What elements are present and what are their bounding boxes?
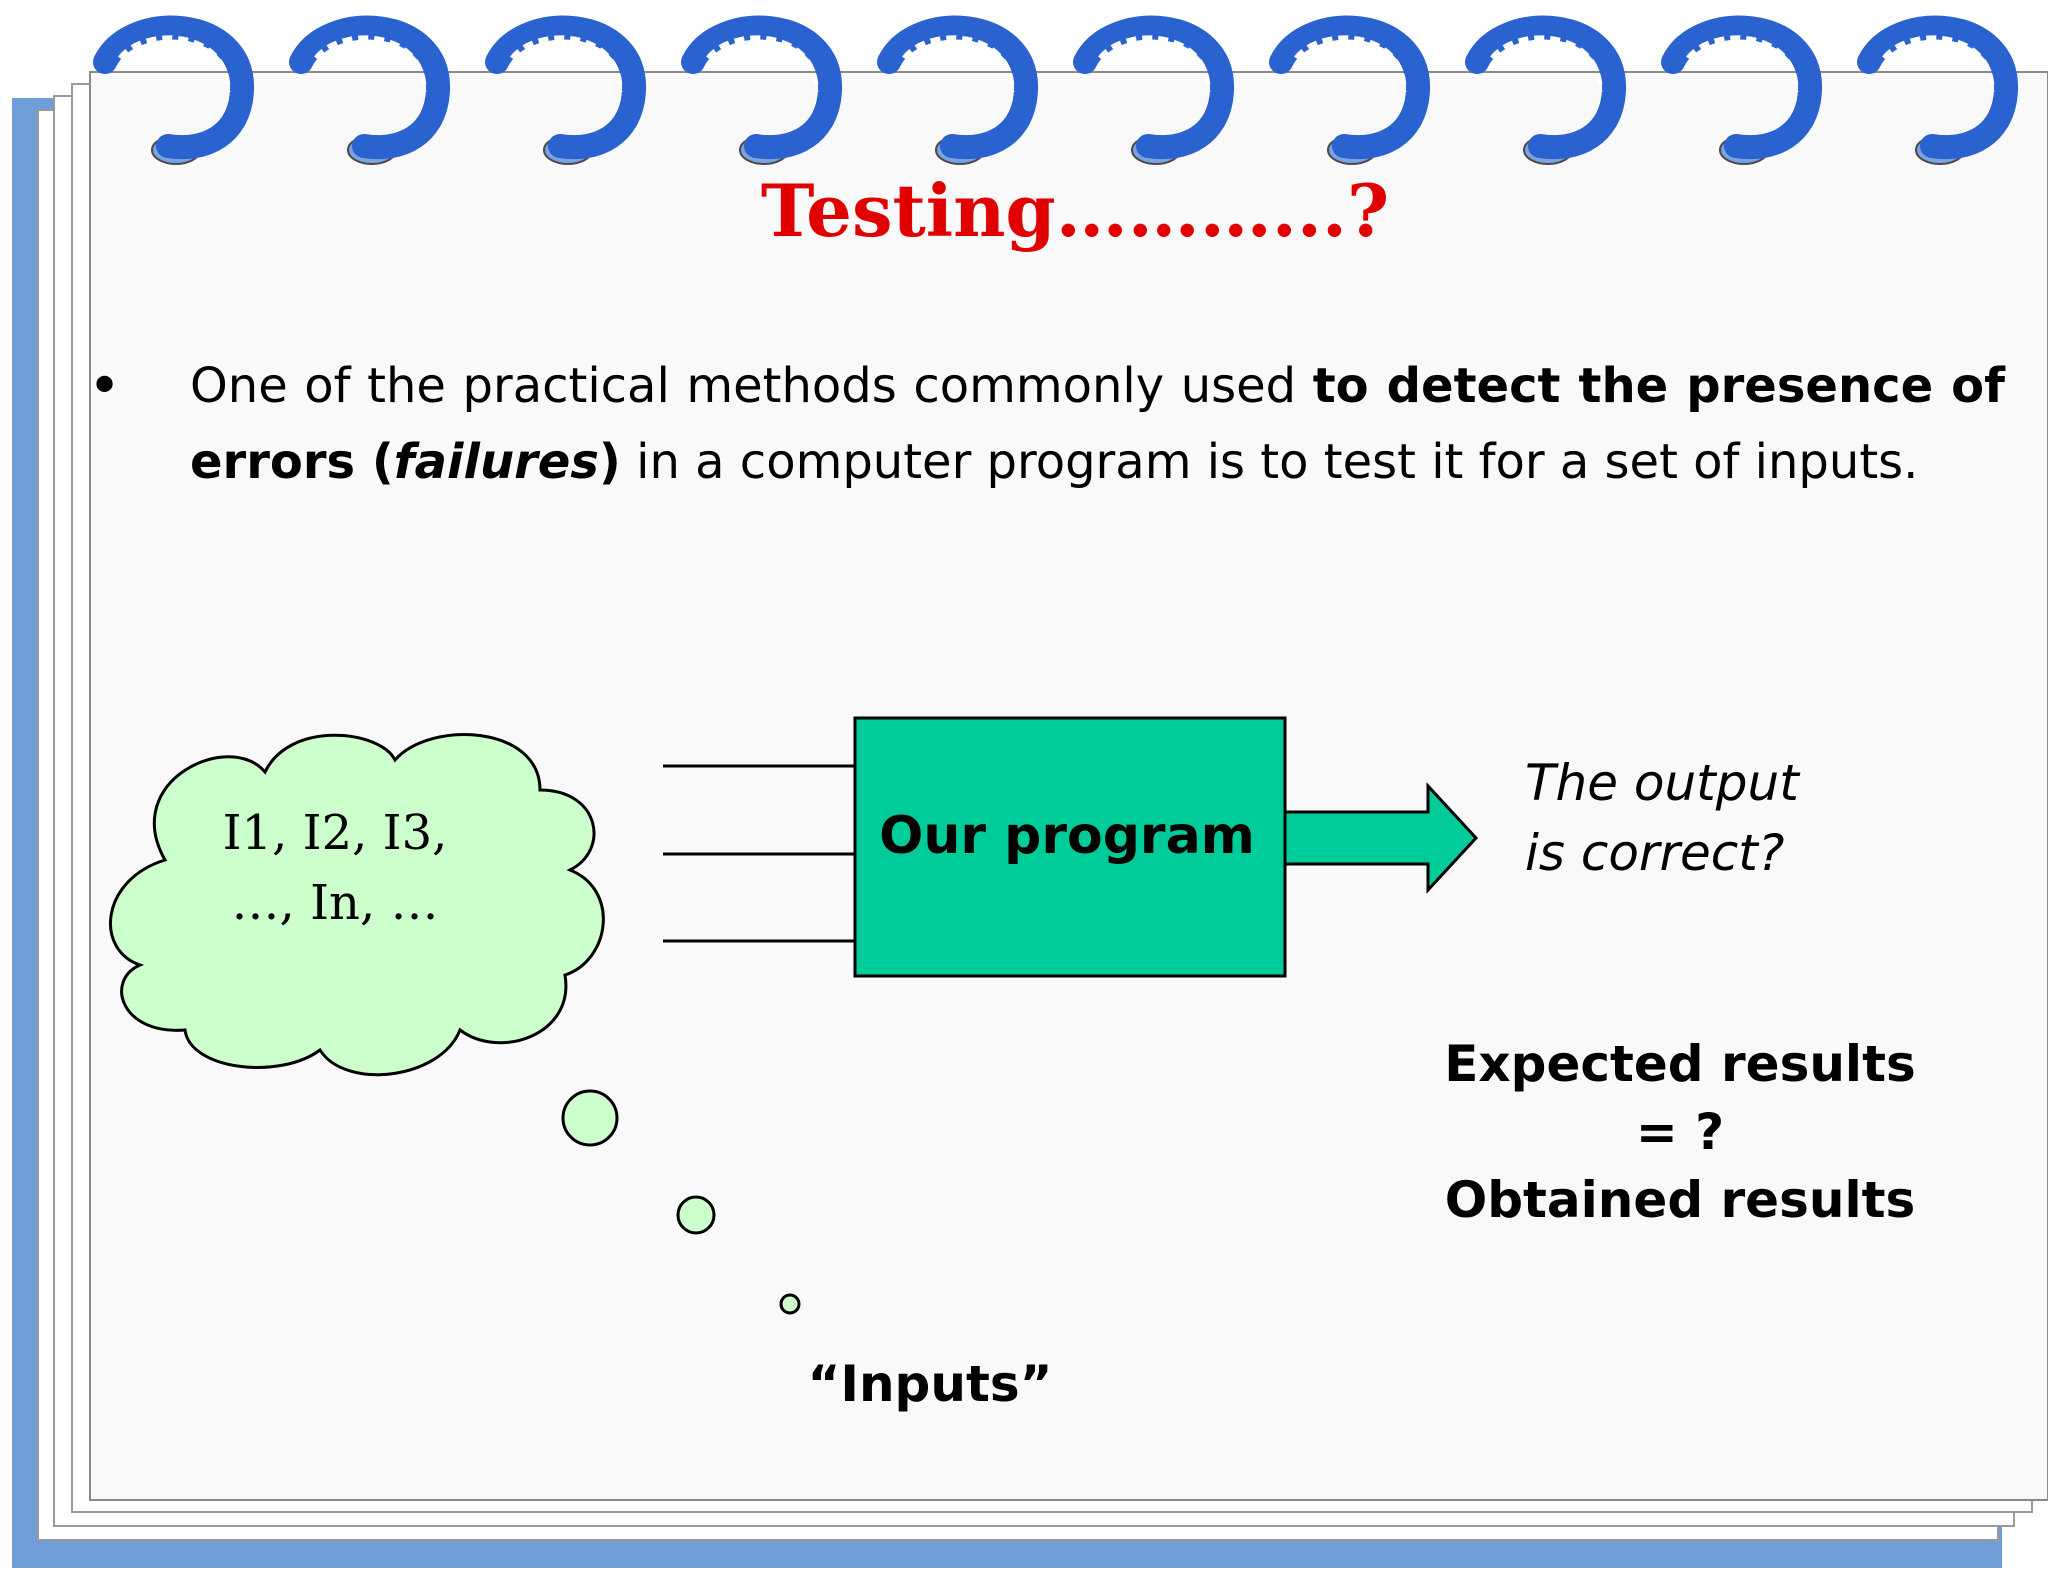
- bullet-text-part-1: One of the practical methods commonly us…: [190, 358, 1313, 414]
- bullet-text-part-2: in a computer program is to test it for …: [620, 434, 1919, 490]
- bullet-bold-part-1: to detect the presence of errors (: [190, 358, 2006, 490]
- thought-bubble-small: [779, 1293, 801, 1315]
- output-question: The output is correct?: [1525, 748, 1885, 888]
- bullet-italic-failures: failures: [393, 434, 599, 490]
- slide-title: Testing………...?: [760, 168, 1390, 253]
- equals-question: = ?: [1635, 1103, 1725, 1161]
- cloud-line-2: …, In, …: [231, 875, 439, 931]
- bullet-icon: •: [88, 354, 122, 419]
- bullet-bold-part-2: ): [598, 434, 621, 490]
- results-comparison: Expected results = ? Obtained results: [1425, 1030, 1935, 1234]
- output-line-2: is correct?: [1525, 824, 1785, 882]
- thought-bubble-medium: [676, 1195, 716, 1235]
- spiral-ring-icon: [1857, 15, 2018, 165]
- output-arrow: [1283, 782, 1479, 894]
- spiral-ring-icon: [681, 15, 842, 165]
- expected-results: Expected results: [1444, 1035, 1916, 1093]
- spiral-ring-icon: [93, 15, 254, 165]
- output-line-1: The output: [1525, 754, 1799, 812]
- spiral-ring-icon: [1661, 15, 1822, 165]
- spiral-ring-icon: [877, 15, 1038, 165]
- program-label: Our program: [879, 806, 1255, 866]
- spiral-ring-icon: [1269, 15, 1430, 165]
- obtained-results: Obtained results: [1444, 1171, 1916, 1229]
- spiral-ring-icon: [1073, 15, 1234, 165]
- spiral-ring-icon: [289, 15, 450, 165]
- bullet-text: One of the practical methods commonly us…: [190, 348, 2005, 500]
- cloud-text: I1, I2, I3, …, In, …: [140, 798, 530, 938]
- spiral-ring-icon: [1465, 15, 1626, 165]
- program-box: [853, 716, 1287, 978]
- spiral-ring-icon: [485, 15, 646, 165]
- cloud-line-1: I1, I2, I3,: [222, 805, 448, 861]
- inputs-label: “Inputs”: [807, 1355, 1053, 1413]
- thought-bubble-large: [561, 1089, 619, 1147]
- input-cloud-shape: [108, 733, 605, 1077]
- spiral-binding: [93, 15, 2018, 165]
